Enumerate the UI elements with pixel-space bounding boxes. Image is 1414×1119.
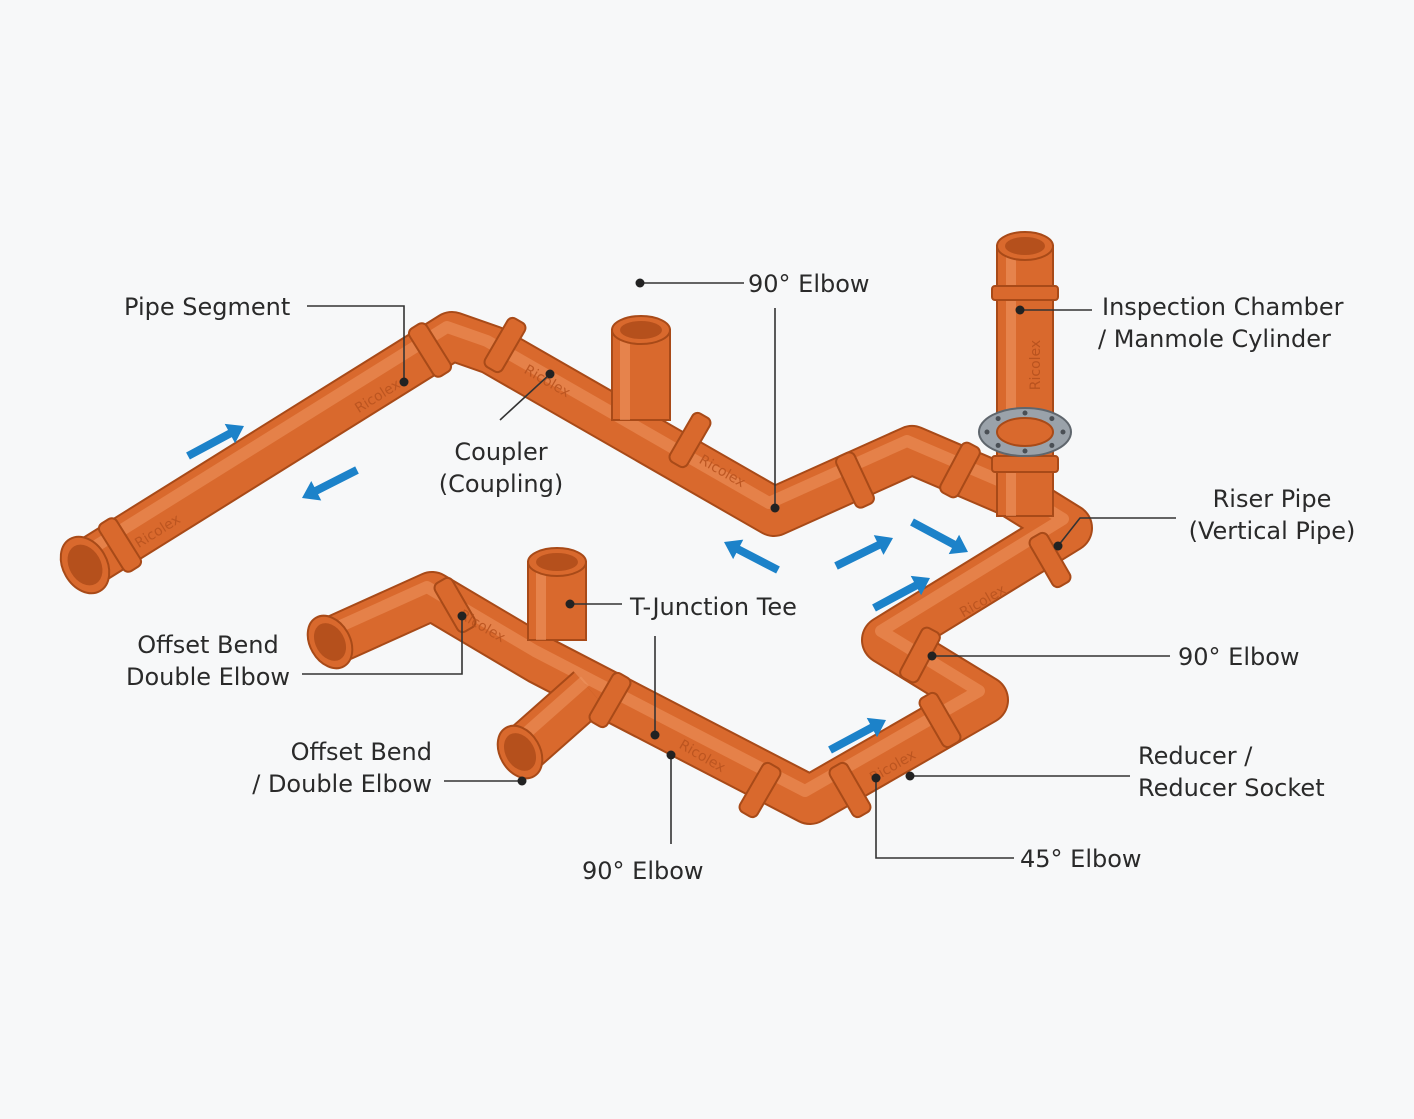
coupler-ring-2 — [483, 316, 527, 374]
label-riser-pipe-line1: Riser Pipe — [1212, 485, 1332, 513]
brand-mark-riser: Ricolex — [1028, 340, 1044, 390]
coupler-ring-3 — [668, 411, 712, 469]
flow-arrow-2 — [301, 466, 359, 501]
coupler-ring-4 — [835, 451, 875, 509]
label-riser-pipe: Riser Pipe (Vertical Pipe) — [1182, 483, 1362, 547]
leader-coupler — [499, 369, 555, 421]
coupler-ring-6 — [1028, 531, 1072, 589]
coupler-ring-11 — [588, 671, 632, 729]
label-inspection-chamber-line2: / Manmole Cylinder — [1098, 325, 1331, 353]
coupler-ring-13 — [97, 517, 143, 573]
pipe-run-upper — [71, 311, 1020, 587]
coupler-ring-7 — [899, 626, 941, 684]
leader-90-elbow-top-b — [770, 308, 780, 513]
leader-offset-bend-2 — [444, 776, 527, 786]
label-reducer-line2: Reducer Socket — [1138, 774, 1325, 802]
flow-arrow-6 — [872, 575, 930, 612]
label-offset-bend-1-line2: Double Elbow — [125, 663, 291, 691]
leader-riser-pipe — [1053, 517, 1176, 551]
label-t-junction-tee: T-Junction Tee — [630, 593, 797, 621]
flow-arrow-5 — [910, 518, 968, 555]
tee-stub-upper — [611, 315, 671, 421]
label-offset-bend-1-line1: Offset Bend — [137, 631, 279, 659]
label-coupler: Coupler (Coupling) — [426, 436, 576, 500]
inspection-flange — [978, 407, 1072, 457]
flow-arrow-7 — [828, 717, 886, 754]
pipe-open-end-offset-1 — [306, 614, 354, 670]
label-90-elbow-bottom: 90° Elbow — [582, 857, 704, 885]
label-pipe-segment: Pipe Segment — [124, 293, 291, 321]
leader-lines — [302, 278, 1176, 859]
label-45-elbow: 45° Elbow — [1020, 845, 1142, 873]
flow-arrow-4 — [834, 535, 893, 570]
pipe-open-end-left — [59, 535, 111, 595]
pipe-open-end-offset-2 — [496, 724, 544, 780]
tee-stub-lower — [527, 547, 587, 641]
label-inspection-chamber: Inspection Chamber / Manmole Cylinder — [1098, 291, 1344, 355]
leader-t-junction-b — [650, 636, 660, 740]
leader-90-elbow-bottom — [666, 750, 676, 844]
flow-arrows — [186, 423, 968, 754]
coupler-ring-9 — [828, 761, 872, 819]
flow-arrow-1 — [186, 423, 244, 460]
leader-90-elbow-top-a — [635, 278, 744, 288]
leader-90-elbow-right — [927, 651, 1170, 661]
coupler-ring-1 — [407, 322, 453, 378]
label-offset-bend-1: Offset Bend Double Elbow — [118, 629, 298, 693]
label-offset-bend-2-line2: / Double Elbow — [252, 770, 432, 798]
flow-arrow-3 — [724, 539, 780, 574]
leader-inspection-chamber — [1015, 305, 1092, 315]
leader-t-junction — [565, 599, 622, 609]
label-90-elbow-top: 90° Elbow — [748, 270, 870, 298]
leader-45-elbow — [871, 773, 1014, 859]
leader-reducer — [905, 771, 1130, 781]
label-coupler-line1: Coupler — [454, 438, 548, 466]
leader-pipe-segment — [307, 305, 409, 387]
label-reducer-line1: Reducer / — [1138, 742, 1253, 770]
label-reducer: Reducer / Reducer Socket — [1138, 740, 1325, 804]
leader-offset-bend-1 — [302, 611, 467, 675]
riser-pipe-vertical — [991, 231, 1059, 517]
label-inspection-chamber-line1: Inspection Chamber — [1102, 293, 1344, 321]
coupler-ring-10 — [738, 761, 782, 819]
coupler-ring-8 — [918, 691, 962, 749]
label-coupler-line2: (Coupling) — [438, 470, 564, 498]
label-riser-pipe-line2: (Vertical Pipe) — [1188, 517, 1356, 545]
coupler-ring-5 — [939, 441, 981, 499]
label-offset-bend-2: Offset Bend / Double Elbow — [232, 736, 432, 800]
label-offset-bend-2-line1: Offset Bend — [290, 738, 432, 766]
label-90-elbow-right: 90° Elbow — [1178, 643, 1300, 671]
